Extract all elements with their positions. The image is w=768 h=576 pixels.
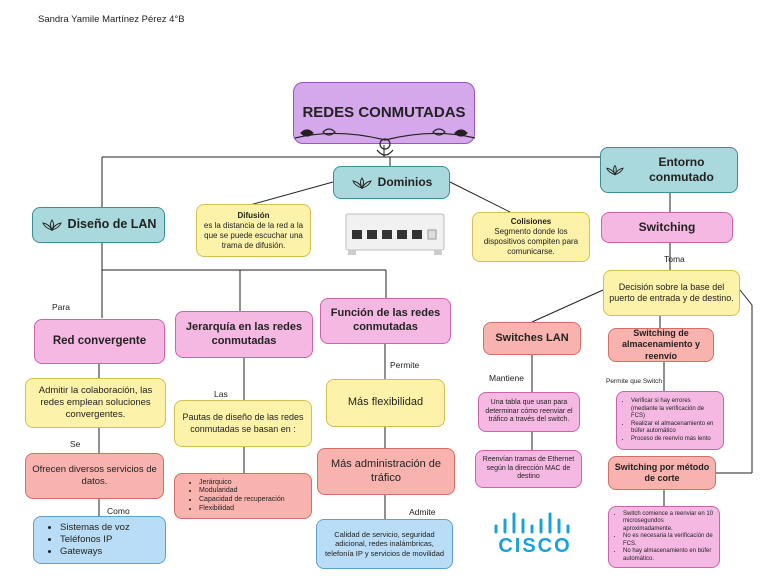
cisco-logo-icon: [494, 512, 570, 534]
ofrecen-text: Ofrecen diversos servicios de datos.: [32, 464, 157, 487]
pautas-node: Pautas de diseño de las redes conmutadas…: [174, 400, 312, 447]
author-name: Sandra Yamile Martínez Pérez 4°B: [38, 14, 185, 25]
diseno-lan-node: Diseño de LAN: [32, 207, 165, 243]
title-text: REDES CONMUTADAS: [302, 103, 466, 121]
almacenamiento-item: Proceso de reenvío más lento: [631, 436, 719, 444]
calidad-node: Calidad de servicio, seguridad adicional…: [316, 519, 453, 569]
colisiones-node: Colisiones Segmento donde los dispositiv…: [472, 212, 590, 262]
lotus-icon: [606, 164, 624, 176]
difusion-node: Difusión es la distancia de la red a la …: [196, 204, 311, 257]
servicio-item: Sistemas de voz: [60, 522, 130, 534]
switches-lan-node: Switches LAN: [483, 322, 581, 355]
pautas-text: Pautas de diseño de las redes conmutadas…: [182, 412, 304, 434]
dominios-node: Dominios: [333, 166, 450, 199]
difusion-title: Difusión: [237, 210, 270, 220]
label-para: Para: [52, 302, 70, 312]
decision-text: Decisión sobre la base del puerto de ent…: [609, 281, 734, 303]
funcion-label: Función de las redes conmutadas: [330, 307, 441, 333]
admitir-node: Admitir la colaboración, las redes emple…: [25, 378, 166, 428]
lotus-icon: [351, 176, 372, 189]
vine-ornament-icon: [294, 128, 476, 156]
servicios-list: Sistemas de voz Teléfonos IP Gateways: [38, 522, 130, 558]
reenvian-node: Reenvían tramas de Ethernet según la dir…: [475, 450, 582, 488]
servicio-item: Gateways: [60, 546, 130, 558]
decision-node: Decisión sobre la base del puerto de ent…: [603, 270, 740, 316]
entorno-node: Entorno conmutado: [600, 147, 738, 193]
almacenamiento-item: Verificar si hay errores (mediante la ve…: [631, 398, 719, 421]
almacenamiento-node: Switching de almacenamiento y reenvío: [608, 328, 714, 362]
label-las: Las: [214, 389, 228, 399]
calidad-text: Calidad de servicio, seguridad adicional…: [324, 529, 445, 558]
corte-list: Switch comience a reenviar en 10 microse…: [613, 511, 715, 564]
entorno-label: Entorno conmutado: [649, 155, 714, 184]
pauta-item: Modularidad: [199, 487, 285, 496]
lotus-icon: [41, 219, 62, 232]
pauta-item: Jerárquico: [199, 479, 285, 488]
switching-node: Switching: [601, 212, 733, 243]
network-switch-icon: [345, 213, 445, 255]
diseno-lan-label: Diseño de LAN: [67, 217, 157, 232]
funcion-node: Función de las redes conmutadas: [320, 298, 451, 344]
jerarquia-label: Jerarquía en las redes conmutadas: [185, 320, 303, 347]
almacenamiento-item: Realizar el almacenamiento en búfer auto…: [631, 421, 719, 436]
label-admite: Admite: [409, 507, 436, 517]
corte-list-node: Switch comience a reenviar en 10 microse…: [608, 506, 720, 568]
switching-label: Switching: [638, 220, 696, 234]
red-convergente-node: Red convergente: [34, 319, 165, 364]
administracion-text: Más administración de tráfico: [330, 457, 442, 484]
tabla-text: Una tabla que usan para determinar cómo …: [485, 398, 573, 424]
corte-item: No es necesaria la verificación de FCS.: [623, 533, 715, 548]
almacenamiento-list: Verificar si hay errores (mediante la ve…: [621, 398, 719, 443]
dominios-label: Dominios: [377, 175, 433, 189]
admitir-text: Admitir la colaboración, las redes emple…: [38, 385, 153, 420]
flexibilidad-node: Más flexibilidad: [326, 379, 445, 427]
label-se: Se: [70, 439, 81, 449]
reenvian-text: Reenvían tramas de Ethernet según la dir…: [482, 455, 575, 481]
colisiones-title: Colisiones: [510, 217, 552, 226]
administracion-node: Más administración de tráfico: [317, 448, 455, 495]
pautas-list-node: Jerárquico Modularidad Capacidad de recu…: [174, 473, 312, 519]
corte-item: No hay almacenamiento en búfer automátic…: [623, 548, 715, 563]
tabla-node: Una tabla que usan para determinar cómo …: [478, 392, 580, 432]
pauta-item: Flexibilidad: [199, 505, 285, 514]
servicio-item: Teléfonos IP: [60, 534, 130, 546]
almacenamiento-list-node: Verificar si hay errores (mediante la ve…: [616, 391, 724, 450]
label-permite: Permite: [390, 360, 420, 370]
almacenamiento-label: Switching de almacenamiento y reenvío: [621, 328, 701, 361]
flexibilidad-text: Más flexibilidad: [347, 396, 424, 409]
difusion-text: es la distancia de la red a la que se pu…: [203, 220, 304, 250]
red-convergente-label: Red convergente: [52, 335, 147, 348]
label-permite-switch: Permite que Switch: [606, 378, 662, 385]
servicios-node: Sistemas de voz Teléfonos IP Gateways: [33, 516, 166, 564]
colisiones-text: Segmento donde los dispositivos compiten…: [483, 227, 579, 256]
corte-label: Switching por método de corte: [614, 461, 710, 483]
cisco-wordmark: CISCO: [498, 535, 572, 557]
label-mantiene: Mantiene: [489, 373, 524, 383]
label-como: Como: [107, 506, 130, 516]
pautas-list: Jerárquico Modularidad Capacidad de recu…: [179, 479, 285, 514]
corte-node: Switching por método de corte: [608, 456, 716, 490]
corte-item: Switch comience a reenviar en 10 microse…: [623, 511, 715, 534]
label-toma: Toma: [664, 254, 685, 264]
jerarquia-node: Jerarquía en las redes conmutadas: [175, 311, 313, 358]
switches-lan-label: Switches LAN: [495, 331, 569, 344]
ofrecen-node: Ofrecen diversos servicios de datos.: [25, 453, 164, 499]
pauta-item: Capacidad de recuperación: [199, 496, 285, 505]
